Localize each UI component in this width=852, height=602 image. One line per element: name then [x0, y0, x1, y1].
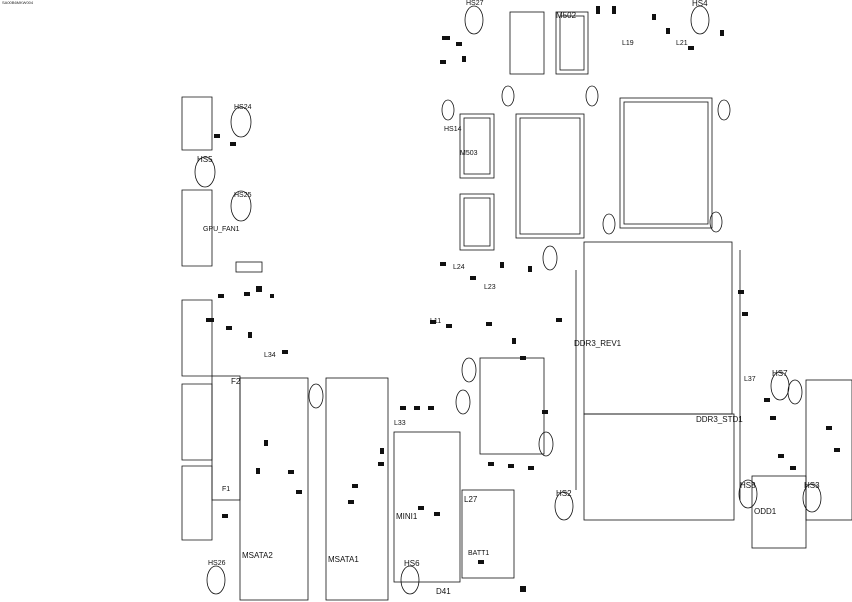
hs27-marker — [464, 5, 484, 35]
label-m502: M502 — [556, 11, 577, 20]
label-msata1: MSATA1 — [328, 555, 359, 564]
label-hs26: HS26 — [208, 560, 226, 567]
l27-outline — [461, 489, 515, 579]
label-hs27: HS27 — [466, 0, 484, 7]
label-d41: D41 — [436, 587, 451, 596]
ddr3-std1-outline — [583, 413, 735, 521]
mini1-outline — [393, 431, 461, 583]
label-hs5: HS5 — [197, 155, 213, 164]
ddr3-rev1-outline — [583, 241, 733, 415]
label-hs8: HS8 — [740, 481, 756, 490]
label-hs4: HS4 — [692, 0, 708, 8]
label-l21: L21 — [676, 40, 688, 47]
hs3-marker — [802, 483, 822, 513]
hs24-marker — [230, 106, 252, 138]
label-l33: L33 — [394, 420, 406, 427]
label-gpu-fan1: GPU_FAN1 — [203, 226, 240, 233]
msata1-outline — [325, 377, 389, 601]
msata2-outline — [239, 377, 309, 601]
label-batt1: BATT1 — [468, 550, 490, 557]
hs5-marker — [194, 156, 216, 188]
label-odd1: ODD1 — [754, 507, 777, 516]
chipset-outline — [515, 113, 585, 239]
label-f1: F1 — [222, 486, 231, 493]
label-msata2: MSATA2 — [242, 551, 273, 560]
label-f2: F2 — [231, 377, 241, 386]
hs4-marker — [690, 5, 710, 35]
m503-outline — [459, 113, 495, 179]
label-l34: L34 — [264, 352, 276, 359]
label-hs6: HS6 — [404, 559, 420, 568]
label-mini1: MINI1 — [396, 512, 418, 521]
label-l24: L24 — [453, 264, 465, 271]
document-id: SA00B6MKW004 — [2, 0, 34, 5]
hs2-marker — [554, 491, 574, 521]
label-ddr3-rev1: DDR3_REV1 — [574, 339, 622, 348]
label-ddr3-std1: DDR3_STD1 — [696, 415, 743, 424]
hs8-marker — [738, 479, 758, 509]
hs25-marker — [230, 190, 252, 222]
label-l27: L27 — [464, 495, 478, 504]
label-l11: L11 — [430, 318, 442, 325]
label-hs3: HS3 — [804, 481, 820, 490]
label-m503: M503 — [460, 150, 478, 157]
label-hs25: HS25 — [234, 192, 252, 199]
label-hs7: HS7 — [772, 369, 788, 378]
m502-outline — [509, 11, 545, 75]
label-hs14: HS14 — [444, 126, 462, 133]
label-hs2: HS2 — [556, 489, 572, 498]
label-l37: L37 — [744, 376, 756, 383]
cpu-outline — [619, 97, 713, 229]
label-hs24: HS24 — [234, 104, 252, 111]
hs6-marker — [400, 565, 420, 595]
hs26-marker — [206, 565, 226, 595]
label-l19: L19 — [622, 40, 634, 47]
label-l23: L23 — [484, 284, 496, 291]
